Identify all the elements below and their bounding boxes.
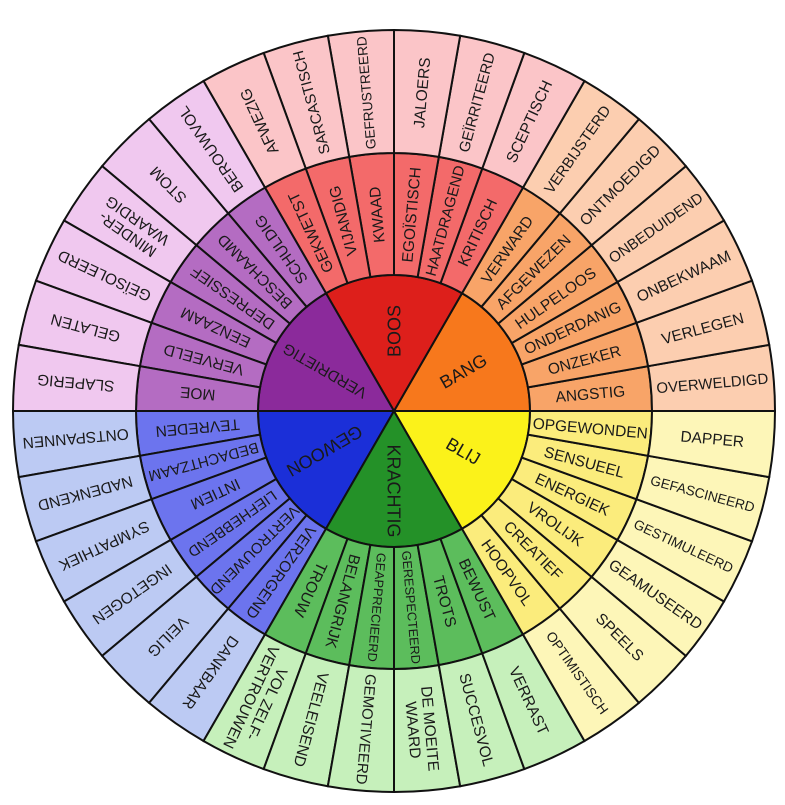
wheel-segments [11, 28, 777, 794]
core-label-krachtig: KRACHTIG [384, 444, 404, 537]
outer-label: JALOERS [411, 57, 434, 129]
middle-label: KWAAD [367, 186, 389, 244]
middle-label: MOE [179, 383, 216, 403]
outer-segment-blij [646, 410, 777, 479]
core-label-boos: BOOS [384, 305, 404, 357]
outer-label: DAPPER [680, 428, 745, 450]
outer-label: SLAPERIG [36, 370, 115, 394]
middle-label: ANGSTIG [555, 383, 626, 406]
